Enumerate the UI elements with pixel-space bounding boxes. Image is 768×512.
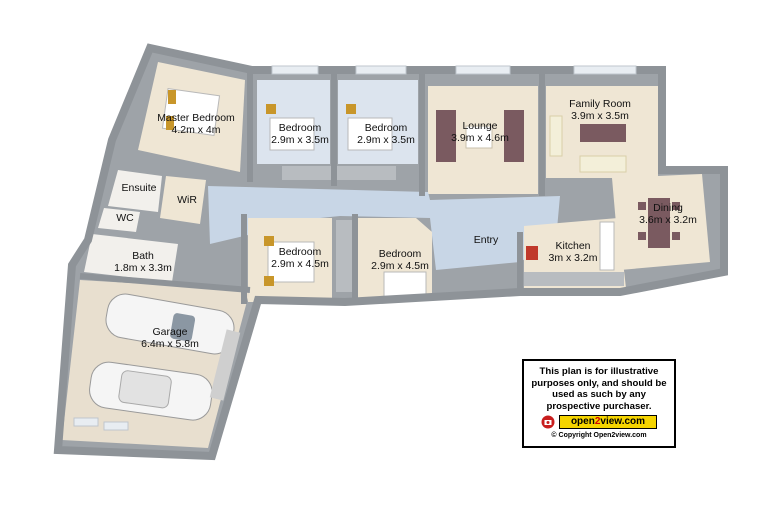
bedroom-4-name: Bedroom <box>378 248 422 260</box>
label-bedroom-3: Bedroom 2.9m x 4.5m <box>262 246 338 270</box>
master-bedroom-name: Master Bedroom <box>157 112 235 124</box>
lounge-coffee-table <box>465 125 493 149</box>
ensuite-floor <box>108 170 162 212</box>
bedroom-3-name: Bedroom <box>278 246 322 258</box>
label-bedroom-2: Bedroom 2.9m x 3.5m <box>348 122 424 146</box>
linen-closet <box>336 220 352 292</box>
lounge-size: 3.9m x 4.6m <box>451 132 509 144</box>
bedroom-2-pillow <box>346 104 356 114</box>
brand-row: open2view.com <box>541 415 657 429</box>
wir-name: WiR <box>177 194 197 206</box>
copyright-text: © Copyright Open2view.com <box>551 432 647 439</box>
bath-name: Bath <box>132 250 154 262</box>
dining-chair-3 <box>672 202 680 210</box>
family-room-name: Family Room <box>569 98 631 110</box>
label-bedroom-1: Bedroom 2.9m x 3.5m <box>262 122 338 146</box>
garage-car-1-windshield <box>170 313 196 342</box>
lounge-name: Lounge <box>462 120 498 132</box>
label-dining: Dining 3.6m x 3.2m <box>632 202 704 226</box>
dining-table <box>648 198 670 248</box>
hallway-floor <box>208 186 560 270</box>
bedroom-3-pillow-2 <box>264 276 274 286</box>
bedroom-3-size: 2.9m x 4.5m <box>271 258 329 270</box>
dining-size: 3.6m x 3.2m <box>639 214 697 226</box>
interior-walls <box>79 72 545 304</box>
bath-size: 1.8m x 3.3m <box>114 262 172 274</box>
bedroom-1-size: 2.9m x 3.5m <box>271 134 329 146</box>
family-sofa-bottom <box>579 155 627 173</box>
kitchen-bench <box>524 272 624 286</box>
disclaimer-text: This plan is for illustrative purposes o… <box>531 366 667 412</box>
logo-suffix: view.com <box>600 416 646 427</box>
label-bedroom-4: Bedroom 2.9m x 4.5m <box>362 248 438 272</box>
garage-car-2-roof <box>118 370 172 409</box>
camera-icon <box>541 415 555 429</box>
master-bed <box>161 88 221 136</box>
windows <box>73 65 637 431</box>
label-garage: Garage 6.4m x 5.8m <box>130 326 210 350</box>
label-family-room: Family Room 3.9m x 3.5m <box>560 98 640 122</box>
wc-name: WC <box>116 212 134 224</box>
dining-name: Dining <box>653 202 683 214</box>
lounge-sofa-left <box>436 110 456 162</box>
label-wir: WiR <box>172 194 202 206</box>
dining-chair-2 <box>638 232 646 240</box>
wardrobe-1 <box>282 166 332 180</box>
family-sofa-side <box>549 115 563 157</box>
logo-two: 2 <box>594 416 601 427</box>
bedroom-2-bed <box>347 117 393 151</box>
family-sofa-top <box>580 124 626 142</box>
family-room-size: 3.9m x 3.5m <box>571 110 629 122</box>
logo-prefix: open <box>570 416 595 427</box>
bedroom-3-pillow <box>264 236 274 246</box>
wc-floor <box>98 208 140 232</box>
garage-name: Garage <box>152 326 188 338</box>
label-lounge: Lounge 3.9m x 4.6m <box>440 120 520 144</box>
label-master-bedroom: Master Bedroom 4.2m x 4m <box>150 112 242 136</box>
master-bedroom-size: 4.2m x 4m <box>171 124 221 136</box>
label-bath: Bath 1.8m x 3.3m <box>110 250 176 274</box>
label-wc: WC <box>112 212 138 224</box>
master-bed-pillow <box>168 90 176 104</box>
kitchen-name: Kitchen <box>555 240 591 252</box>
entry-name: Entry <box>473 234 499 246</box>
master-bed-pillow-2 <box>166 116 174 130</box>
disclaimer-box: This plan is for illustrative purposes o… <box>522 359 676 448</box>
bedroom-2-size: 2.9m x 3.5m <box>357 134 415 146</box>
bedroom-1-bed <box>269 117 315 151</box>
garage-size: 6.4m x 5.8m <box>141 338 199 350</box>
label-entry: Entry <box>464 234 508 246</box>
kitchen-size: 3m x 3.2m <box>548 252 598 264</box>
ensuite-name: Ensuite <box>121 182 157 194</box>
label-ensuite: Ensuite <box>116 182 162 194</box>
bedroom-1-pillow <box>266 104 276 114</box>
kitchen-cooktop <box>526 246 538 260</box>
dining-chair-1 <box>638 202 646 210</box>
garage-door-stripes <box>209 329 241 401</box>
kitchen-island <box>599 221 615 271</box>
dining-chair-4 <box>672 232 680 240</box>
outer-walls <box>53 43 728 461</box>
bath-floor <box>84 234 178 282</box>
wardrobe-2 <box>336 166 396 180</box>
wir-floor <box>160 176 206 224</box>
bedroom-1-name: Bedroom <box>278 122 322 134</box>
open2view-logo: open2view.com <box>559 415 657 429</box>
bedroom-4-size: 2.9m x 4.5m <box>371 260 429 272</box>
label-kitchen: Kitchen 3m x 3.2m <box>538 240 608 264</box>
bedroom-2-name: Bedroom <box>364 122 408 134</box>
lounge-sofa-right <box>504 110 524 162</box>
bedroom-3-bed <box>267 241 315 283</box>
